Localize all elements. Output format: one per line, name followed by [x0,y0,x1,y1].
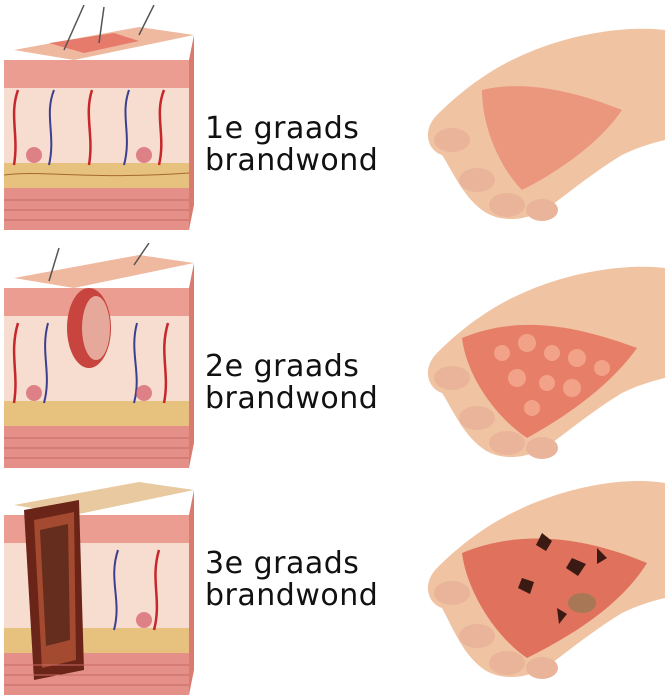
hand-first-degree [422,20,665,225]
burn-label-first-degree: 1e graads brandwond [205,113,425,177]
skin-cross-section-second-degree [4,243,194,468]
second-degree-row: 2e graads brandwond [0,243,665,468]
third-degree-row: 3e graads brandwond [0,470,665,695]
type-text: brandwond [205,383,425,415]
degree-text: 3e graads [205,548,425,580]
skin-cross-section-third-degree [4,470,194,695]
hand-third-degree [422,468,665,683]
hand-second-degree [422,258,665,463]
type-text: brandwond [205,145,425,177]
degree-text: 2e graads [205,351,425,383]
skin-cross-section-first-degree [4,5,194,230]
degree-text: 1e graads [205,113,425,145]
type-text: brandwond [205,580,425,612]
burn-label-second-degree: 2e graads brandwond [205,351,425,415]
first-degree-row: 1e graads brandwond [0,5,665,230]
burn-label-third-degree: 3e graads brandwond [205,548,425,612]
